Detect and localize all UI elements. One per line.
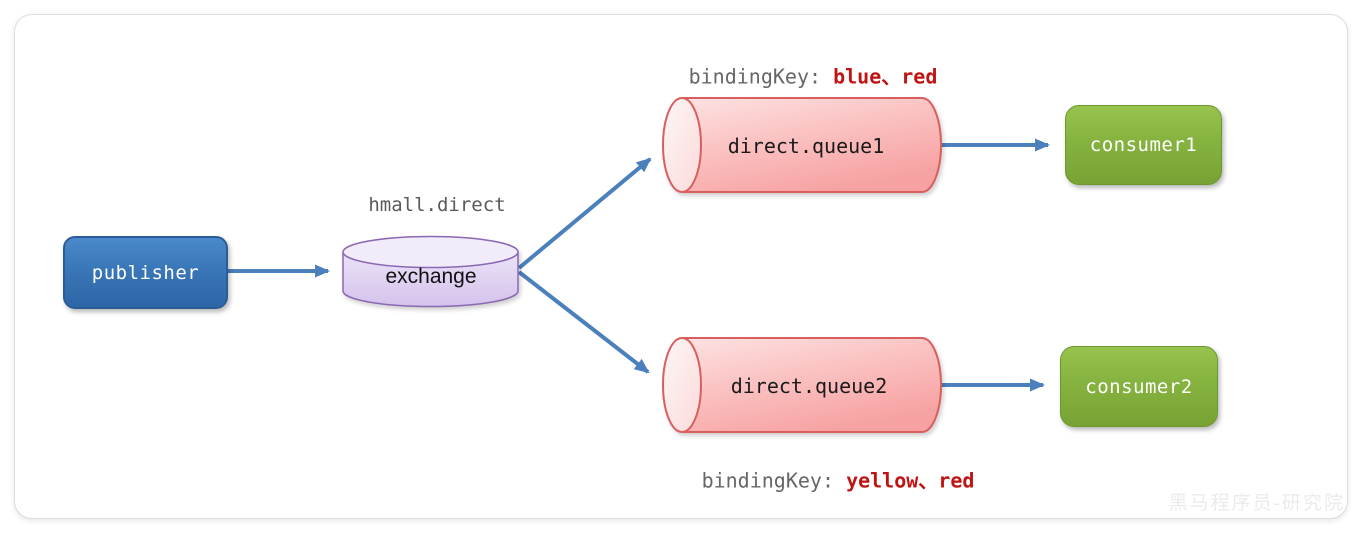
exchange-label: exchange [385, 265, 477, 288]
consumer2-node: consumer2 [1060, 346, 1218, 427]
arrow-exchange-to-queue2 [517, 270, 650, 374]
arrow-group [228, 138, 1050, 392]
queue1-binding-keys: blue、red [833, 64, 938, 89]
queue1-binding-annotation: bindingKey: blue、red [689, 61, 938, 90]
queue2-cylinder [662, 337, 942, 433]
queue1-cylinder-body [681, 97, 942, 193]
publisher-node: publisher [63, 236, 228, 309]
queue2-cylinder-body [681, 337, 942, 433]
queue1-cylinder [662, 97, 942, 193]
exchange-cylinder-top [342, 235, 519, 269]
consumer1-label: consumer1 [1089, 134, 1198, 156]
consumer2-label: consumer2 [1085, 375, 1193, 398]
queue1-label: direct.queue1 [727, 134, 885, 158]
queue2-cylinder-cap [662, 337, 702, 433]
queue2-binding-keys: yellow、red [846, 468, 975, 493]
watermark-text: 黑马程序员-研究院 [1168, 493, 1345, 514]
exchange-name-label: hmall.direct [368, 194, 506, 216]
arrow-exchange-to-queue1 [517, 157, 652, 270]
queue1-binding-prefix: bindingKey: [688, 64, 834, 89]
queue1-cylinder-cap [662, 97, 702, 193]
consumer1-node: consumer1 [1065, 105, 1222, 185]
queue2-binding-annotation: bindingKey: yellow、red [702, 465, 975, 494]
queue2-label: direct.queue2 [730, 374, 888, 398]
exchange-cylinder [342, 235, 519, 308]
publisher-label: publisher [91, 261, 200, 284]
queue2-binding-prefix: bindingKey: [701, 468, 847, 493]
